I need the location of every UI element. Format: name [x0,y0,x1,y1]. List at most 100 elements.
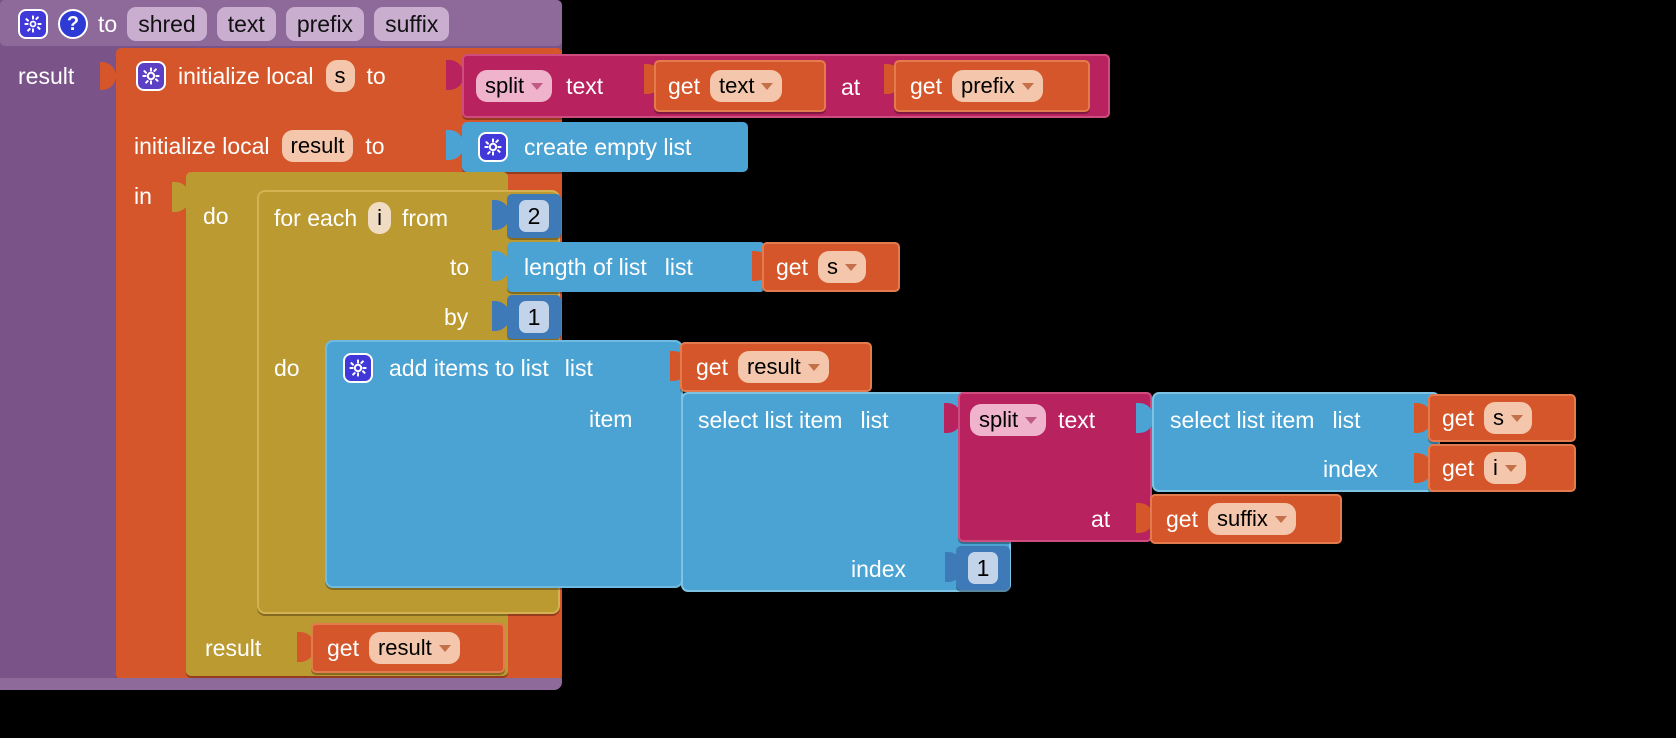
procedure-bottom-lip [0,678,562,690]
get-s-length-var-dropdown[interactable]: s [817,251,866,283]
chevron-down-icon [531,82,544,90]
mutator-gear-icon[interactable] [478,132,508,162]
add-items-row: add items to list list [343,350,593,386]
split-inner-at-socket [1136,503,1154,533]
procedure-to-label: to [98,10,118,37]
get-result-return-label: get [327,634,359,661]
init-local-s-value-socket [446,60,464,90]
select-outer-label: select list item [698,406,843,433]
init-local-s-label: initialize local [178,62,314,89]
chevron-down-icon [1025,416,1038,424]
mutator-gear-icon[interactable] [18,9,48,39]
procedure-param-prefix[interactable]: prefix [285,7,365,41]
create-empty-list-block[interactable] [462,122,748,172]
add-items-item-socket [665,403,683,433]
procedure-param-text[interactable]: text [216,7,276,41]
chevron-down-icon [761,82,774,90]
get-prefix-row: get prefix [910,68,1043,104]
select-inner-list-label: list [1332,406,1361,433]
get-prefix-label: get [910,72,942,99]
chevron-down-icon [807,363,820,371]
procedure-name-field[interactable]: shred [127,7,207,41]
get-i-var-dropdown[interactable]: i [1483,452,1526,484]
for-each-from-socket [492,200,510,230]
get-s-selectinner-var-dropdown[interactable]: s [1483,402,1532,434]
init-local-result-socket [446,130,464,160]
chevron-down-icon [1274,515,1287,523]
split-outer-dropdown[interactable]: split [476,70,553,102]
get-result-return-row: get result [327,631,460,665]
get-result-return-var-label: result [377,635,432,660]
select-outer-row: select list item list [698,402,889,438]
add-items-item-label: item [589,406,633,432]
init-local-result-var-field[interactable]: result [281,130,354,162]
get-result-return-var-dropdown[interactable]: result [368,632,460,664]
get-s-selectinner-label: get [1442,404,1474,431]
split-inner-dropdown[interactable]: split [970,404,1047,436]
do-label-outer: do [203,203,229,229]
get-i-label: get [1442,454,1474,481]
get-result-additems-var-label: result [746,354,801,379]
get-i-var-label: i [1492,455,1498,480]
help-icon[interactable]: ? [58,9,88,39]
chevron-down-icon [438,644,451,652]
get-prefix-var-label: prefix [960,73,1015,98]
for-each-var-field[interactable]: i [368,202,391,234]
get-s-length-row: get s [776,250,866,284]
split-outer-at-label: at [841,74,861,100]
math-number-1-index-field[interactable]: 1 [967,552,999,584]
get-suffix-row: get suffix [1166,502,1296,536]
get-suffix-block[interactable] [1150,494,1342,544]
math-number-1-by-field[interactable]: 1 [518,301,550,333]
select-inner-index-label: index [1323,456,1378,482]
get-text-label: get [668,72,700,99]
math-number-2-field[interactable]: 2 [518,200,550,232]
get-result-additems-var-dropdown[interactable]: result [737,351,829,383]
create-empty-list-label: create empty list [524,133,692,160]
init-local-s-row: initialize local s to [136,58,386,94]
get-text-row: get text [668,68,783,104]
get-s-length-var-label: s [826,254,838,279]
chevron-down-icon [1510,414,1523,422]
create-empty-list-row: create empty list [478,130,691,164]
add-items-to-list-block[interactable] [325,340,683,588]
return-result-socket [297,632,315,662]
in-label: in [134,183,152,209]
get-suffix-label: get [1166,505,1198,532]
for-each-row: for each i from [274,200,448,236]
for-each-label: for each [274,204,358,231]
for-each-from-label: from [402,204,448,231]
init-local-result-label: initialize local [134,132,270,159]
init-local-s-to-label: to [366,62,386,89]
math-number-1-by-wrap: 1 [507,295,561,339]
split-outer-row: split text [476,64,603,108]
get-suffix-var-dropdown[interactable]: suffix [1207,503,1296,535]
procedure-param-suffix[interactable]: suffix [374,7,450,41]
select-list-item-inner-block[interactable] [1152,392,1440,492]
chevron-down-icon [844,263,857,271]
mutator-gear-icon[interactable] [136,61,166,91]
get-s-selectinner-row: get s [1442,401,1532,435]
length-of-list-block[interactable] [507,242,765,292]
get-text-var-dropdown[interactable]: text [709,70,783,102]
split-inner-at-label: at [1091,506,1111,532]
length-of-list-list-label: list [664,253,693,280]
for-each-by-socket [492,301,510,331]
get-prefix-var-dropdown[interactable]: prefix [951,70,1043,102]
get-prefix-block[interactable] [894,60,1090,112]
add-items-label: add items to list [389,354,549,381]
select-inner-list-socket [1414,403,1432,433]
for-each-do-label: do [274,355,300,381]
mutator-gear-icon[interactable] [343,353,373,383]
init-local-result-to-label: to [365,132,385,159]
get-s-selectinner-var-label: s [1492,405,1504,430]
init-local-s-var-field[interactable]: s [325,60,355,92]
split-inner-row: split text [970,402,1095,438]
procedure-result-label: result [18,63,75,89]
select-inner-label: select list item [1170,406,1315,433]
split-inner-dropdown-label: split [979,407,1019,432]
get-result-additems-label: get [696,353,728,380]
split-outer-dropdown-label: split [485,73,525,98]
get-i-row: get i [1442,451,1526,485]
